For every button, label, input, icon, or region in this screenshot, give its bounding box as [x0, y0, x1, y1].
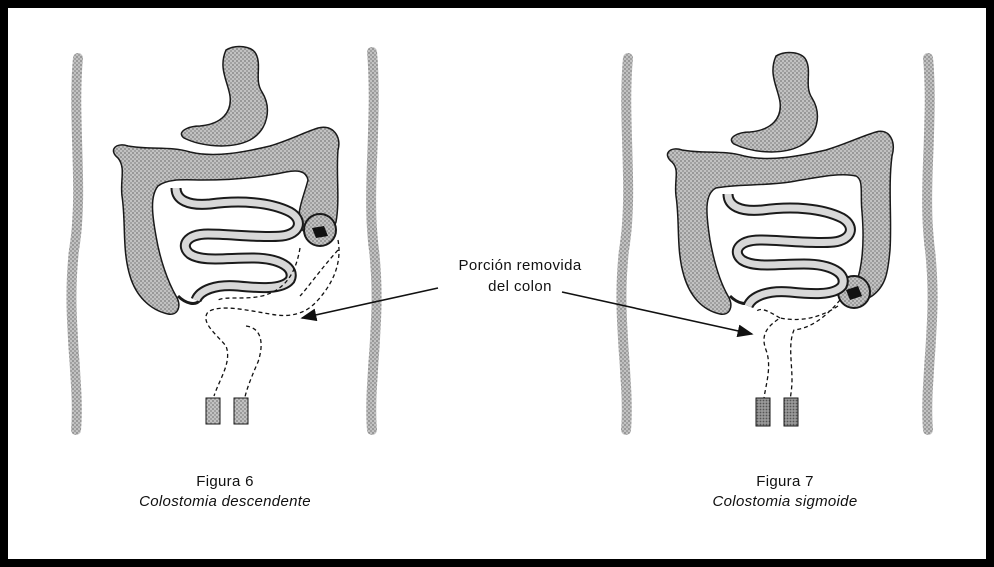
stomach-7 — [731, 53, 817, 152]
removed-portion-label-line1: Porción removida — [420, 255, 620, 276]
rectum-stump-left-6 — [206, 398, 220, 424]
arrow-to-figure-6 — [302, 288, 438, 318]
figure-6-caption: Figura 6 Colostomia descendente — [100, 472, 350, 512]
rectum-stump-right-7 — [784, 398, 798, 426]
removed-portion-label: Porción removida del colon — [420, 255, 620, 297]
figure-6-number: Figura 6 — [100, 472, 350, 492]
rectum-stump-right-6 — [234, 398, 248, 424]
body-wall-left-6 — [71, 58, 78, 430]
body-wall-right-7 — [927, 58, 932, 430]
figure-7-title: Colostomia sigmoide — [660, 492, 910, 512]
removed-portion-label-line2: del colon — [420, 276, 620, 297]
body-wall-left-7 — [621, 58, 628, 430]
removed-colon-7 — [756, 300, 840, 402]
figure-7-number: Figura 7 — [660, 472, 910, 492]
figure-6-illustration — [71, 47, 376, 430]
figure-7-illustration — [621, 53, 932, 430]
stomach-6 — [181, 47, 267, 146]
rectum-stump-left-7 — [756, 398, 770, 426]
figure-6-title: Colostomia descendente — [100, 492, 350, 512]
body-wall-right-6 — [371, 52, 376, 430]
figure-7-caption: Figura 7 Colostomia sigmoide — [660, 472, 910, 512]
